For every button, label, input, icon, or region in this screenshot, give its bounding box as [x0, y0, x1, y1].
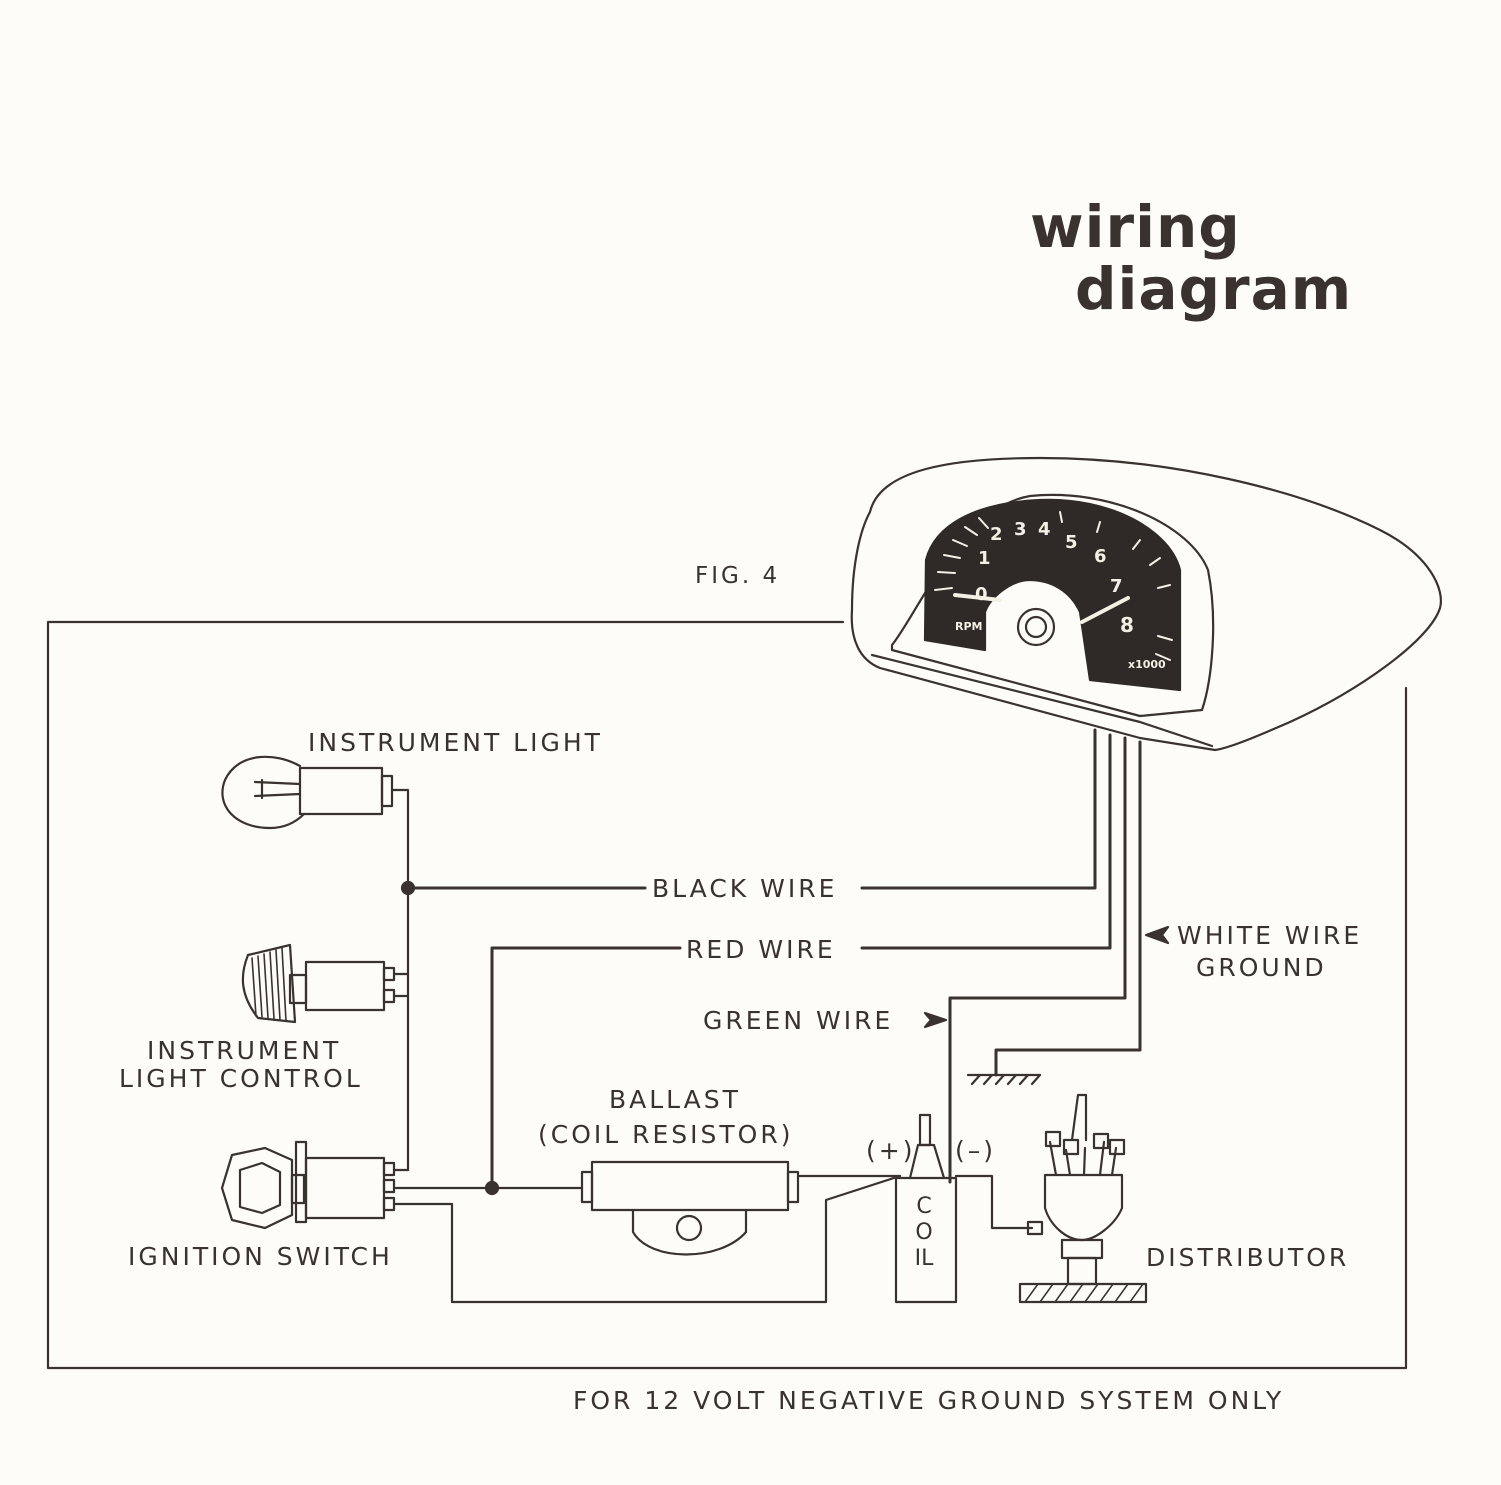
instrument-light-control [241, 943, 396, 1024]
white-wire-run [994, 740, 1142, 1077]
light-wire [390, 788, 410, 1172]
ignition-switch-label: IGNITION SWITCH [128, 1242, 393, 1271]
green-wire-run [948, 736, 1127, 1184]
ballast-label-2: (COIL RESISTOR) [538, 1120, 794, 1149]
instrument-light-control-label-2: LIGHT CONTROL [119, 1064, 363, 1093]
coil-negative-label: (–) [955, 1136, 997, 1165]
ballast-resistor [580, 1160, 800, 1256]
green-wire-arrow [923, 1011, 948, 1029]
dial-number: 2 [990, 524, 1003, 545]
dial-number: 8 [1120, 613, 1134, 637]
ignition-coil [894, 1113, 958, 1304]
distributor-label: DISTRIBUTOR [1146, 1243, 1350, 1272]
white-wire-label-1: WHITE WIRE [1177, 921, 1363, 950]
footer-note: FOR 12 VOLT NEGATIVE GROUND SYSTEM ONLY [573, 1386, 1285, 1415]
junction-dot [484, 1180, 500, 1196]
dial-number: 0 [975, 584, 988, 605]
control-wire [392, 972, 410, 998]
dial-number: 7 [1110, 576, 1123, 597]
tach-multiplier: x1000 [1128, 658, 1166, 671]
tach-knob [1016, 607, 1056, 647]
ground-symbol [966, 1073, 1042, 1086]
instrument-light-bulb [221, 755, 394, 830]
dial-number: 5 [1065, 532, 1078, 553]
ballast-label-1: BALLAST [609, 1085, 741, 1114]
dial-number: 4 [1038, 519, 1051, 540]
border-wire [46, 620, 1408, 1370]
coil-positive-label: (+) [866, 1136, 916, 1165]
black-wire-label: BLACK WIRE [652, 874, 838, 903]
white-wire-label-2: GROUND [1196, 953, 1327, 982]
title-line-1: wiring [1030, 193, 1241, 261]
black-wire-run [860, 728, 1097, 890]
tach-knob-center [1024, 615, 1048, 639]
coil-label: COIL [914, 1194, 934, 1271]
dial-number: 6 [1094, 546, 1107, 567]
green-wire-label: GREEN WIRE [703, 1006, 894, 1035]
red-wire-label: RED WIRE [686, 935, 836, 964]
title-line-2: diagram [1075, 255, 1353, 323]
ignition-bypass [392, 1174, 902, 1304]
junction-dot [400, 880, 416, 896]
figure-label: FIG. 4 [695, 563, 781, 589]
tach-housing [850, 456, 1442, 752]
white-wire-arrow [1144, 925, 1170, 945]
tach-unit: RPM [955, 620, 982, 633]
instrument-light-control-label-1: INSTRUMENT [147, 1036, 342, 1065]
coil-to-distributor [954, 1174, 1034, 1230]
wire-bundle [860, 728, 1142, 1184]
tach-needles [953, 593, 1130, 624]
distributor [1018, 1093, 1148, 1304]
ignition-switch [220, 1140, 396, 1230]
dial-number: 3 [1014, 519, 1027, 540]
tachometer: 0 1 2 3 4 5 6 7 8 RPM x1000 [850, 456, 1442, 752]
tach-bezel [870, 653, 1214, 748]
tach-ticks [934, 511, 1173, 661]
red-wire-left [490, 946, 682, 1190]
instrument-light-label: INSTRUMENT LIGHT [308, 728, 603, 757]
tach-dial-face [923, 498, 1182, 692]
red-wire-run [860, 733, 1112, 950]
dial-number: 1 [978, 548, 991, 569]
